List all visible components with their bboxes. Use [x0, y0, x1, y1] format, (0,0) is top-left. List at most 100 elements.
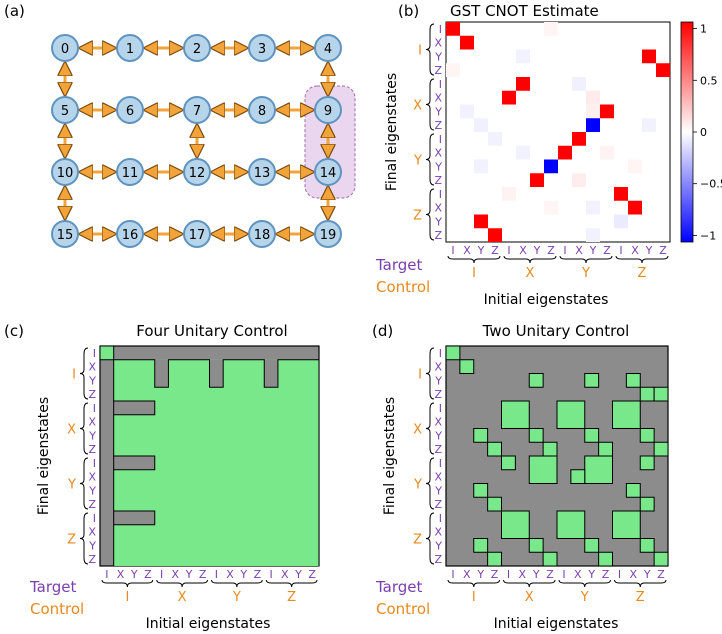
control-cell — [639, 455, 655, 471]
y-control-brace — [425, 23, 435, 76]
x-target-tick: I — [507, 568, 510, 581]
control-cell — [570, 469, 586, 484]
y-target-tick: Y — [434, 105, 442, 118]
control-cell — [473, 483, 489, 498]
control-region-outline — [113, 359, 320, 566]
qubit-node — [248, 220, 276, 248]
x-target-tick: Z — [547, 244, 555, 257]
y-target-tick: Y — [434, 160, 442, 173]
colorbar-tick-label: −1 — [700, 229, 716, 242]
qubit-node — [314, 220, 342, 248]
control-cell — [653, 551, 669, 567]
y-target-tick: Y — [88, 374, 96, 387]
colorbar-tick-label: 1 — [700, 23, 707, 36]
control-cell — [501, 455, 516, 471]
qubit-node-label: 6 — [126, 104, 134, 119]
x-control-tick: X — [178, 590, 187, 605]
y-target-tick: Z — [434, 443, 442, 456]
panel-c-target-legend: Target — [29, 578, 77, 596]
control-notch-outline — [113, 510, 156, 526]
qubit-node-label: 8 — [258, 104, 266, 119]
y-target-tick: X — [88, 361, 96, 374]
x-target-tick: I — [269, 568, 272, 581]
y-target-tick: Z — [88, 443, 96, 456]
heatmap-cell — [586, 90, 600, 105]
y-control-tick: Y — [413, 478, 422, 493]
y-target-tick: Z — [434, 174, 442, 187]
heatmap-cell — [656, 63, 670, 77]
x-target-tick: Y — [130, 568, 138, 581]
control-cell — [542, 441, 558, 457]
x-control-tick: Y — [580, 590, 589, 605]
heatmap-cell — [600, 145, 614, 160]
control-cell — [459, 359, 475, 374]
y-target-tick: X — [88, 416, 96, 429]
colorbar-tick-label: 0 — [700, 126, 707, 139]
panel-d-control-legend: Control — [376, 600, 430, 618]
y-control-tick: I — [418, 368, 422, 383]
y-target-tick: Y — [88, 539, 96, 552]
x-target-tick: Z — [144, 568, 152, 581]
qubit-node-label: 14 — [320, 166, 337, 181]
qubit-node-label: 2 — [193, 42, 201, 57]
control-cell — [501, 510, 530, 539]
y-control-tick: I — [418, 44, 422, 59]
x-control-tick: Z — [636, 590, 645, 605]
y-target-tick: Z — [434, 229, 442, 242]
y-control-brace — [79, 402, 89, 455]
heatmap-cell — [474, 159, 488, 174]
qubit-node — [183, 34, 211, 62]
qubit-node — [116, 96, 144, 124]
colorbar-tick-label: −0.5 — [700, 178, 722, 191]
x-target-tick: X — [281, 568, 289, 581]
heatmap-cell — [614, 187, 628, 201]
y-control-brace — [425, 512, 435, 565]
panel-b-x-title: Initial eigenstates — [484, 292, 609, 308]
qubit-node-label: 16 — [122, 228, 139, 243]
y-target-tick: I — [439, 23, 442, 36]
x-target-tick: Z — [491, 244, 499, 257]
y-target-tick: X — [434, 471, 442, 484]
control-notch-outline — [113, 455, 156, 471]
control-cell — [528, 455, 558, 484]
control-cell — [473, 538, 489, 553]
y-target-tick: Z — [434, 119, 442, 132]
gst-heatmap — [445, 21, 671, 243]
control-cell — [487, 551, 502, 567]
y-control-tick: X — [413, 99, 422, 114]
panel-b-title: GST CNOT Estimate — [450, 2, 599, 20]
heatmap-cell — [502, 187, 516, 201]
y-target-tick: Y — [434, 215, 442, 228]
control-cell — [584, 373, 600, 388]
control-cell — [584, 538, 600, 553]
control-cell — [653, 441, 669, 457]
x-control-brace — [503, 579, 556, 588]
qubit-node — [248, 34, 276, 62]
control-cell — [612, 510, 641, 539]
y-target-tick: Y — [434, 374, 442, 387]
y-control-tick: Y — [413, 154, 422, 169]
y-control-tick: X — [413, 423, 422, 438]
y-control-brace — [425, 402, 435, 455]
heatmap-cell — [516, 49, 530, 64]
panel-b-y-title: Final eigenstates — [384, 73, 400, 191]
y-target-tick: Z — [434, 498, 442, 511]
y-target-tick: X — [434, 416, 442, 429]
x-target-tick: Z — [491, 568, 499, 581]
x-target-tick: I — [160, 568, 163, 581]
x-control-tick: I — [472, 590, 476, 605]
x-control-tick: Y — [581, 266, 590, 281]
heatmap-cell — [614, 214, 628, 229]
control-notch — [264, 359, 278, 388]
x-target-tick: X — [630, 568, 638, 581]
x-control-brace — [447, 255, 501, 264]
x-target-tick: Y — [476, 568, 484, 581]
qubit-node-label: 7 — [193, 104, 201, 119]
y-target-tick: I — [439, 402, 442, 415]
heatmap-cell — [516, 77, 530, 91]
panel-c-x-title: Initial eigenstates — [146, 616, 271, 632]
y-target-tick: X — [434, 147, 442, 160]
colorbar-tick-label: 0.5 — [700, 74, 718, 87]
